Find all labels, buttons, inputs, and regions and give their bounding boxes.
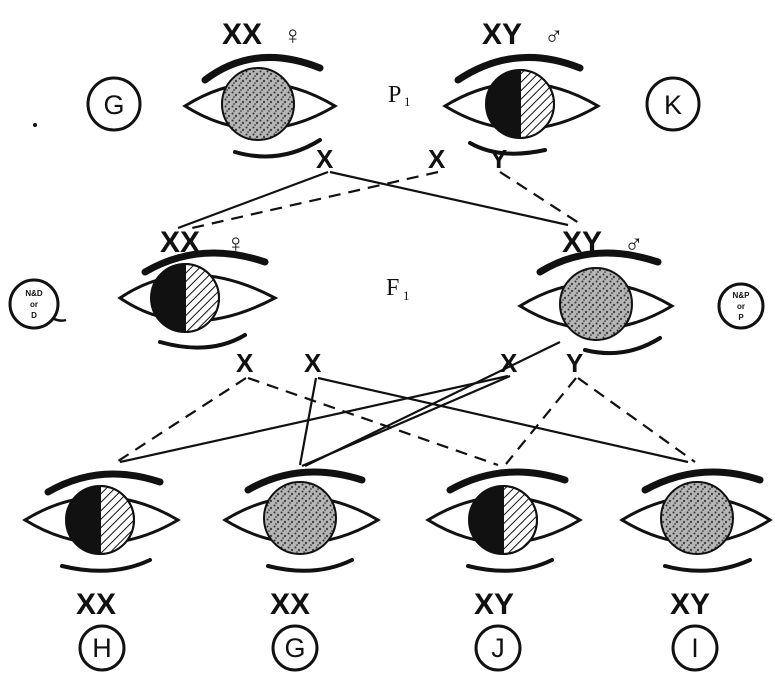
gamete-x-f1-male: X xyxy=(500,348,518,378)
svg-text:H: H xyxy=(92,633,112,663)
male-symbol: ♂ xyxy=(544,20,564,50)
parent-male-genotype: XY xyxy=(482,18,522,51)
gamete-x-male: X xyxy=(428,144,446,174)
gamete-y-male: Y xyxy=(490,144,507,174)
f2-genotype-1: XX xyxy=(76,588,116,621)
f2-genotype-3: XY xyxy=(474,588,514,621)
svg-text:K: K xyxy=(664,90,682,120)
phenotype-circle-h: H xyxy=(78,624,126,672)
f2-genotype-2: XX xyxy=(270,588,310,621)
phenotype-badge-female: N&D or D xyxy=(8,278,67,330)
eye-icon xyxy=(442,53,601,156)
eye-icon xyxy=(182,53,338,159)
generation-label-p1: P xyxy=(388,82,401,108)
male-symbol: ♂ xyxy=(624,228,644,258)
eye-icon xyxy=(425,468,583,573)
svg-text:N&D: N&D xyxy=(25,289,43,298)
svg-text:N&P: N&P xyxy=(733,291,751,300)
svg-text:or: or xyxy=(30,300,38,309)
female-symbol: ♀ xyxy=(283,20,303,50)
p1-cross-lines xyxy=(177,170,583,230)
phenotype-circle-g2: G xyxy=(271,624,319,672)
eye-icon xyxy=(222,468,381,573)
f1-cross-lines xyxy=(111,341,696,468)
gamete-y-f1-male: Y xyxy=(566,348,583,378)
female-symbol: ♀ xyxy=(226,228,246,258)
phenotype-circle-j: J xyxy=(474,624,522,672)
svg-text:I: I xyxy=(691,633,699,663)
phenotype-circle-i: I xyxy=(671,624,719,672)
generation-sub-p1: 1 xyxy=(404,94,411,109)
svg-text:G: G xyxy=(284,633,305,663)
svg-text:G: G xyxy=(103,90,124,120)
gamete-x-f1-female-1: X xyxy=(236,348,254,378)
gamete-x-f1-female-2: X xyxy=(304,348,322,378)
phenotype-badge-male: N&P or P xyxy=(717,282,765,330)
eye-icon xyxy=(517,249,675,356)
parent-female-genotype: XX xyxy=(222,18,262,51)
svg-text:J: J xyxy=(491,633,505,663)
generation-sub-f1: 1 xyxy=(403,288,410,303)
svg-text:D: D xyxy=(31,311,37,320)
phenotype-circle-k: K xyxy=(645,76,701,132)
eye-icon xyxy=(117,249,279,350)
gamete-x-female: X xyxy=(316,144,334,174)
phenotype-circle-g: G xyxy=(86,76,142,132)
ink-speck xyxy=(33,123,37,127)
eye-icon xyxy=(22,470,181,573)
eye-icon xyxy=(619,468,773,573)
f2-genotype-4: XY xyxy=(670,588,710,621)
generation-label-f1: F xyxy=(386,275,399,301)
svg-text:P: P xyxy=(738,313,744,322)
svg-text:or: or xyxy=(737,302,745,311)
